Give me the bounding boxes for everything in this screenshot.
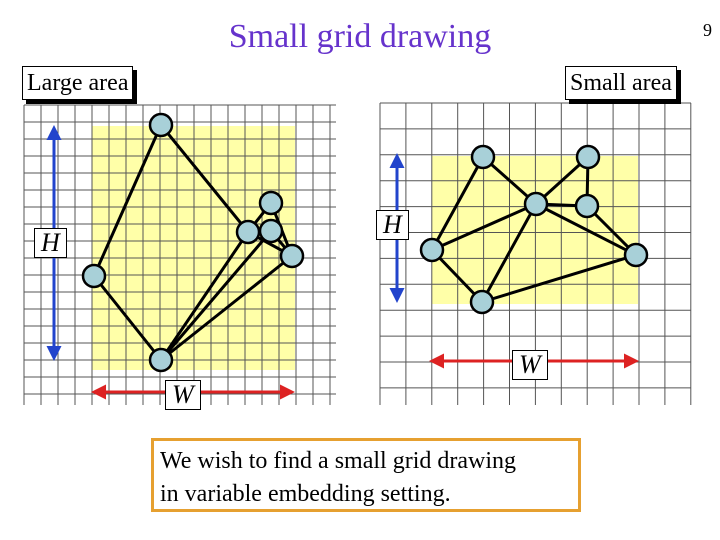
graph-node (575, 144, 601, 170)
slide-title: Small grid drawing (228, 18, 492, 55)
small-area-label: Small area (565, 66, 677, 100)
large-area-height-label: H (34, 228, 67, 258)
large-area-nodes (81, 112, 305, 373)
page-number: 9 (703, 20, 712, 40)
graph-node (470, 144, 496, 170)
large-area-panel (23, 104, 336, 405)
note-line: in variable embedding setting. (160, 481, 451, 507)
graph-node (258, 190, 284, 216)
graph-node (469, 289, 495, 315)
graph-node (148, 112, 174, 138)
small-area-nodes (419, 144, 649, 315)
note-line: We wish to find a small grid drawing (160, 448, 517, 474)
large-area-label: Large area (22, 66, 134, 100)
small-area-height-label: H (376, 210, 409, 240)
graph-node (279, 243, 305, 269)
graph-node (148, 347, 174, 373)
graph-node (81, 263, 107, 289)
large-area-graph (92, 124, 294, 362)
graph-node (574, 193, 600, 219)
large-area-width-label: W (165, 380, 201, 410)
graph-node (258, 218, 284, 244)
graph-node (623, 242, 649, 268)
note-box: We wish to find a small grid drawing in … (151, 438, 581, 512)
graph-node (235, 219, 261, 245)
small-area-width-label: W (512, 350, 548, 380)
graph-node (523, 191, 549, 217)
small-area-panel (379, 102, 692, 405)
graph-node (419, 237, 445, 263)
